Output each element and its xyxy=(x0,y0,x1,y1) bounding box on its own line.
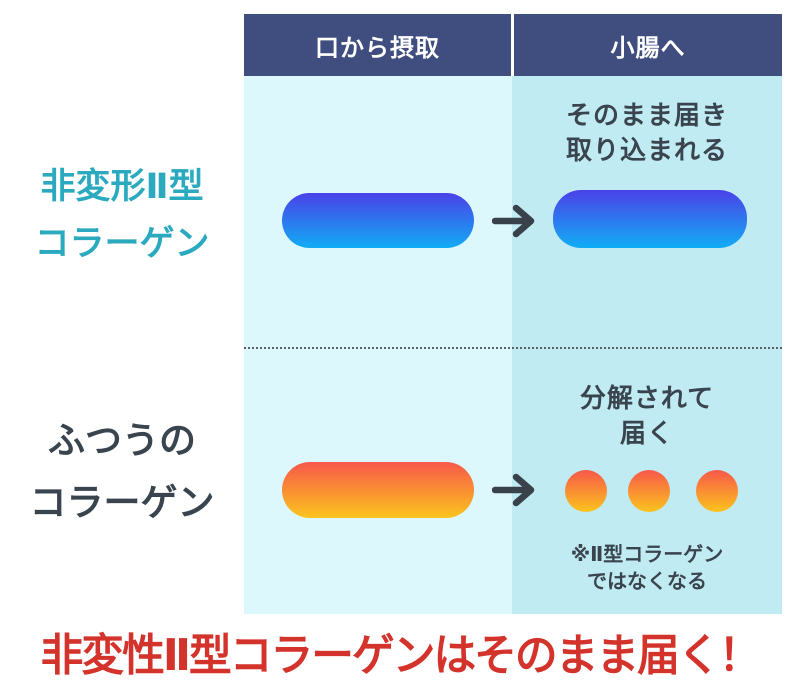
blue-capsule-intact-left xyxy=(282,193,474,248)
row1-label-line2: コラーゲン xyxy=(34,224,210,263)
orange-capsule-intact-left xyxy=(282,462,474,518)
row2-label-regular-collagen: ふつうの コラーゲン xyxy=(0,410,244,534)
row2-note-line2: ではなくなる xyxy=(587,571,707,593)
comparison-table: 口から摂取 小腸へ そのまま届き 取り込まれる 分解されて 届く xyxy=(244,14,782,614)
row1-label-line1: 非変形Ⅱ型 xyxy=(40,167,204,206)
table-header: 口から摂取 小腸へ xyxy=(244,14,782,76)
row1-label-non-denatured-type2-collagen: 非変形Ⅱ型 コラーゲン xyxy=(0,158,244,272)
row2-result-text: 分解されて 届く xyxy=(512,381,782,451)
table-body: そのまま届き 取り込まれる 分解されて 届く ※Ⅱ型コラーゲン ではなくなる xyxy=(244,76,782,614)
column-small-intestine-background xyxy=(512,76,782,614)
right-arrow-icon xyxy=(491,470,538,510)
right-arrow-icon xyxy=(491,201,538,241)
row1-result-text: そのまま届き 取り込まれる xyxy=(512,98,782,168)
column-oral-intake-background xyxy=(244,76,512,614)
row1-result-line2: 取り込まれる xyxy=(565,135,728,165)
broken-down-particle-3 xyxy=(696,470,738,512)
row2-note-text: ※Ⅱ型コラーゲン ではなくなる xyxy=(512,542,782,596)
header-divider xyxy=(511,14,514,76)
broken-down-particle-2 xyxy=(628,470,670,512)
blue-capsule-intact-right xyxy=(553,190,747,248)
row1-result-line1: そのまま届き xyxy=(565,100,728,130)
header-cell-oral-intake: 口から摂取 xyxy=(315,34,440,62)
header-cell-small-intestine: 小腸へ xyxy=(610,34,686,62)
row2-result-line2: 届く xyxy=(619,418,674,448)
row2-result-line1: 分解されて xyxy=(579,383,715,413)
broken-down-particle-1 xyxy=(565,470,607,512)
row2-label-line2: コラーゲン xyxy=(29,482,215,523)
row-divider-dotted-line xyxy=(244,347,782,349)
conclusion-text: 非変性Ⅱ型コラーゲンはそのまま届く！ xyxy=(40,631,762,680)
row2-label-line1: ふつうの xyxy=(48,420,196,461)
row2-note-line1: ※Ⅱ型コラーゲン xyxy=(570,544,724,566)
